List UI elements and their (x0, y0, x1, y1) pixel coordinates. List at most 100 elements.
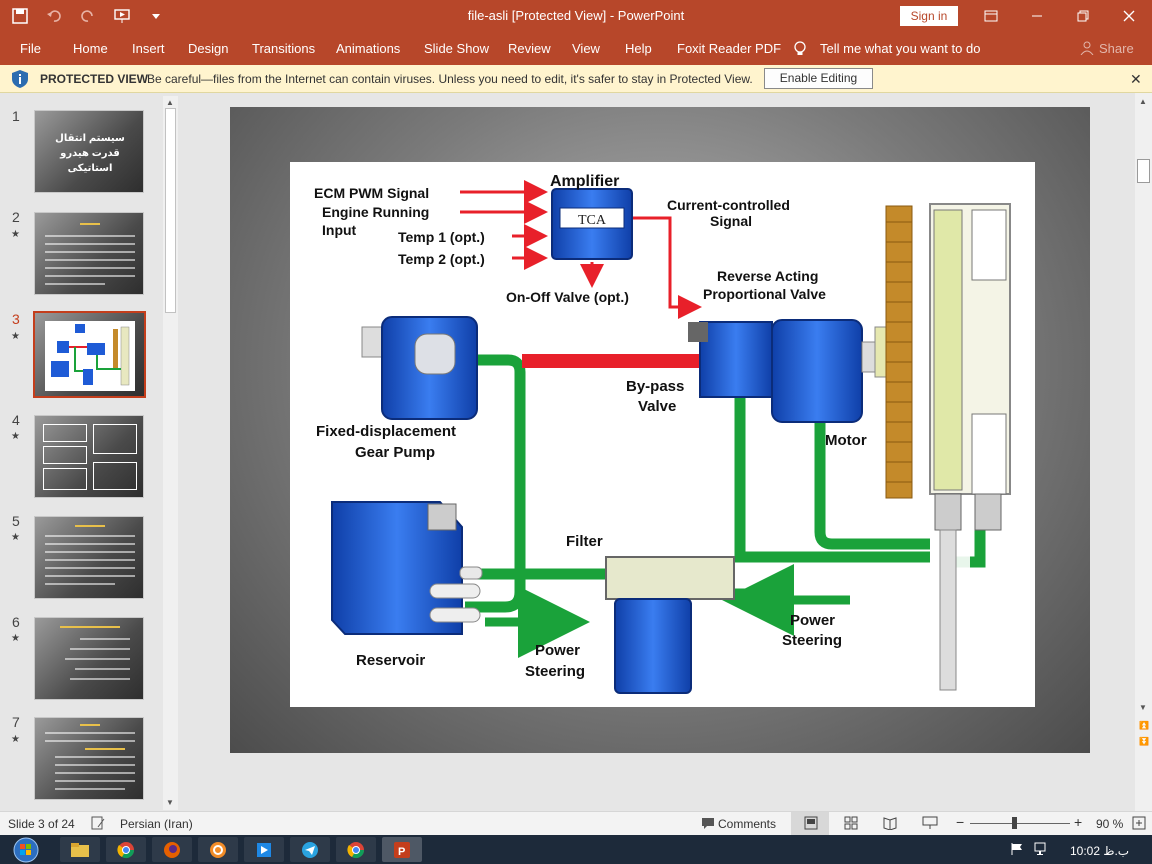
slide-show-icon[interactable] (922, 816, 938, 833)
scroll-up-icon[interactable]: ▲ (166, 98, 174, 107)
powerpoint-icon[interactable]: P (382, 837, 422, 862)
lightbulb-icon (793, 41, 807, 60)
close-bar-icon[interactable]: ✕ (1130, 71, 1142, 87)
zoom-slider[interactable] (970, 823, 1070, 824)
slide-thumbnail-2[interactable] (34, 212, 144, 295)
animation-star-icon: ★ (11, 331, 20, 342)
firefox-icon[interactable] (152, 837, 192, 862)
tab-design[interactable]: Design (188, 41, 229, 56)
gear-pump-label: Gear Pump (355, 444, 435, 461)
slide-scrollbar[interactable]: ▲ ▼ ⏫ ⏬ (1135, 93, 1152, 811)
thumb-number: 3 (12, 311, 20, 327)
status-bar: Slide 3 of 24 Persian (Iran) Comments − … (0, 811, 1152, 835)
tab-transitions[interactable]: Transitions (252, 41, 316, 56)
thumb-title: سیستم انتقال قدرت هیدرو استاتیکی (55, 133, 125, 174)
filter-label: Filter (566, 533, 603, 550)
thumb-number: 1 (12, 108, 20, 124)
motor-label: Motor (825, 432, 867, 449)
power-steering-label-right: Power (790, 612, 835, 629)
slide-thumbnail-3[interactable] (33, 311, 146, 398)
app-icon[interactable] (198, 837, 238, 862)
sign-in-button[interactable]: Sign in (900, 6, 958, 26)
tell-me-search[interactable]: Tell me what you want to do (820, 41, 981, 56)
slide-sorter-icon[interactable] (844, 816, 858, 833)
fit-to-window-icon[interactable] (1132, 816, 1146, 833)
thumb-number: 7 (12, 714, 20, 730)
animation-star-icon: ★ (11, 229, 20, 240)
chrome-icon[interactable] (106, 837, 146, 862)
tab-review[interactable]: Review (508, 41, 551, 56)
previous-slide-icon[interactable]: ⏫ (1139, 721, 1149, 730)
windows-taskbar: P 10:02 ب.ظ (0, 835, 1152, 864)
tab-animations[interactable]: Animations (336, 41, 401, 56)
tab-view[interactable]: View (572, 41, 600, 56)
chrome-icon-2[interactable] (336, 837, 376, 862)
start-button[interactable] (6, 836, 46, 863)
steering-label-right: Steering (782, 632, 842, 649)
title-bar: file-asli [Protected View] - PowerPoint … (0, 0, 1152, 32)
redo-icon[interactable] (78, 6, 98, 26)
language-indicator[interactable]: Persian (Iran) (120, 817, 193, 831)
reverse-acting-label: Reverse Acting (717, 268, 818, 284)
temp1-label: Temp 1 (opt.) (398, 229, 485, 245)
engine-running-label: Engine Running (322, 204, 429, 220)
zoom-level[interactable]: 90 % (1096, 817, 1124, 831)
scroll-down-icon[interactable]: ▼ (1139, 703, 1147, 712)
zoom-slider-handle[interactable] (1012, 817, 1017, 829)
scroll-down-icon[interactable]: ▼ (166, 798, 174, 807)
ecm-signal-label: ECM PWM Signal (314, 185, 429, 201)
start-from-beginning-icon[interactable] (112, 6, 132, 26)
animation-star-icon: ★ (11, 734, 20, 745)
undo-icon[interactable] (44, 6, 64, 26)
bypass-label: By-pass (626, 378, 684, 395)
tab-help[interactable]: Help (625, 41, 652, 56)
slide-counter[interactable]: Slide 3 of 24 (8, 817, 75, 831)
thumbnail-scroll-thumb[interactable] (165, 108, 176, 313)
enable-editing-button[interactable]: Enable Editing (764, 68, 873, 89)
system-clock[interactable]: 10:02 ب.ظ (1070, 844, 1130, 858)
zoom-out-icon[interactable]: − (956, 814, 965, 830)
explorer-icon[interactable] (60, 837, 100, 862)
thumb-number: 2 (12, 209, 20, 225)
save-icon[interactable] (10, 6, 30, 26)
minimize-icon[interactable] (1014, 0, 1060, 32)
signal-label: Signal (710, 213, 752, 229)
slide-thumbnail-4[interactable] (34, 415, 144, 498)
comments-icon[interactable] (701, 816, 715, 833)
slide-thumbnail-7[interactable] (34, 717, 144, 800)
share-icon[interactable] (1080, 41, 1094, 58)
customize-toolbar-icon[interactable] (146, 6, 166, 26)
pump-label: Fixed-displacement (316, 423, 456, 440)
shield-info-icon (10, 69, 30, 92)
tca-label: TCA (578, 213, 607, 228)
tab-file[interactable]: File (20, 41, 41, 56)
close-icon[interactable] (1106, 0, 1152, 32)
thumbnail-scrollbar[interactable]: ▲ ▼ (163, 96, 178, 810)
spellcheck-icon[interactable] (90, 815, 106, 834)
temp2-label: Temp 2 (opt.) (398, 251, 485, 267)
reading-view-icon[interactable] (883, 816, 897, 833)
current-controlled-label: Current-controlled (667, 197, 790, 213)
network-icon[interactable] (1034, 842, 1050, 861)
slide-scroll-thumb[interactable] (1137, 159, 1150, 183)
share-button[interactable]: Share (1099, 41, 1134, 56)
slide-thumbnail-5[interactable] (34, 516, 144, 599)
tab-foxit[interactable]: Foxit Reader PDF (677, 41, 782, 56)
tab-slide-show[interactable]: Slide Show (424, 41, 490, 56)
zoom-in-icon[interactable]: + (1074, 814, 1083, 830)
normal-view-icon (804, 816, 818, 833)
comments-button[interactable]: Comments (718, 817, 777, 831)
restore-icon[interactable] (1060, 0, 1106, 32)
tab-insert[interactable]: Insert (132, 41, 165, 56)
slide-thumbnail-1[interactable]: سیستم انتقال قدرت هیدرو استاتیکی (34, 110, 144, 193)
flag-icon[interactable] (1010, 842, 1024, 861)
telegram-icon[interactable] (290, 837, 330, 862)
animation-star-icon: ★ (11, 633, 20, 644)
next-slide-icon[interactable]: ⏬ (1139, 737, 1149, 746)
tab-home[interactable]: Home (73, 41, 108, 56)
scroll-up-icon[interactable]: ▲ (1139, 97, 1147, 106)
ribbon-display-options-icon[interactable] (968, 0, 1014, 32)
media-app-icon[interactable] (244, 837, 284, 862)
thumb-number: 6 (12, 614, 20, 630)
slide-thumbnail-6[interactable] (34, 617, 144, 700)
